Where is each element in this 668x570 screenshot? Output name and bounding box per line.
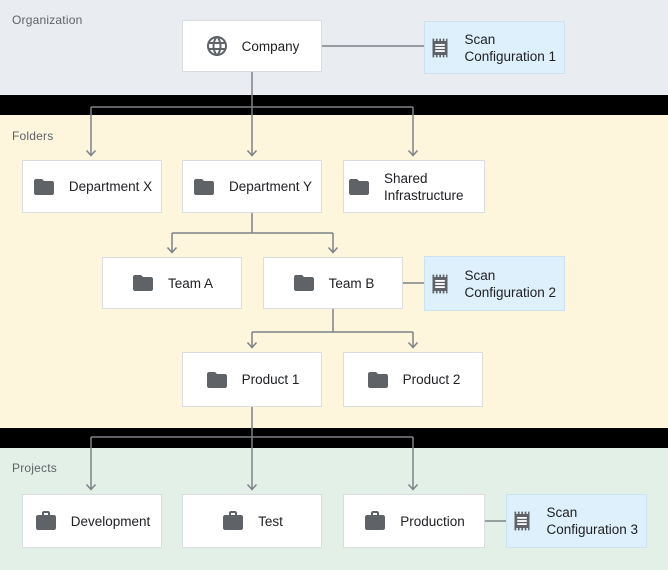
- node-label: Product 1: [241, 372, 300, 387]
- node-product-2: Product 2: [343, 352, 483, 407]
- divider-bar-bottom: [0, 428, 668, 448]
- folder-icon: [292, 271, 316, 295]
- briefcase-icon: [221, 509, 245, 533]
- node-label: Team A: [167, 275, 214, 291]
- node-product-1: Product 1: [182, 352, 322, 407]
- section-label-projects: Projects: [12, 461, 57, 475]
- node-scan-configuration-2: Scan Configuration 2: [424, 256, 565, 311]
- node-label: Department Y: [228, 179, 313, 194]
- node-label: Shared Infrastructure: [384, 170, 464, 203]
- divider-bar-top: [0, 95, 668, 115]
- node-production: Production: [343, 494, 485, 548]
- folder-icon: [32, 175, 56, 199]
- node-team-a: Team A: [102, 257, 242, 309]
- briefcase-icon: [363, 509, 387, 533]
- node-scan-configuration-1: Scan Configuration 1: [424, 21, 565, 74]
- node-scan-configuration-3: Scan Configuration 3: [506, 494, 647, 548]
- scan-icon: [428, 272, 452, 296]
- node-test: Test: [182, 494, 322, 548]
- node-label: Test: [258, 513, 283, 529]
- node-label: Scan Configuration 2: [464, 267, 557, 300]
- folder-icon: [131, 271, 155, 295]
- node-team-b: Team B: [263, 257, 403, 309]
- folder-icon: [192, 175, 216, 199]
- node-label: Production: [400, 513, 465, 529]
- globe-icon: [205, 34, 229, 58]
- folder-icon: [347, 175, 371, 199]
- node-label: Scan Configuration 3: [546, 505, 639, 537]
- node-label: Development: [70, 513, 151, 529]
- node-company: Company: [182, 20, 322, 72]
- node-development: Development: [22, 494, 162, 548]
- section-organization: Organization: [0, 0, 668, 95]
- node-label: Scan Configuration 1: [464, 31, 557, 64]
- node-label: Company: [241, 38, 300, 54]
- section-label-organization: Organization: [12, 13, 83, 27]
- node-department-x: Department X: [22, 160, 162, 213]
- section-label-folders: Folders: [12, 129, 54, 143]
- node-department-y: Department Y: [182, 160, 322, 213]
- folder-icon: [366, 368, 390, 392]
- node-label: Team B: [328, 275, 375, 291]
- briefcase-icon: [34, 509, 58, 533]
- scan-icon: [510, 509, 534, 533]
- node-shared-infrastructure: Shared Infrastructure: [343, 160, 485, 213]
- scan-icon: [428, 36, 452, 60]
- folder-icon: [205, 368, 229, 392]
- node-label: Department X: [68, 179, 153, 194]
- node-label: Product 2: [402, 372, 461, 387]
